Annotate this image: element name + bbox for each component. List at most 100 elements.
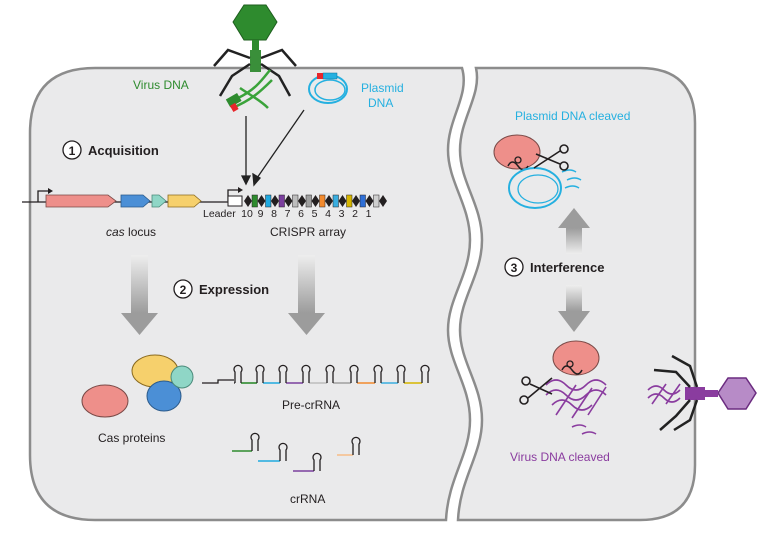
plasmid-cleavage bbox=[493, 134, 582, 209]
crispr-array bbox=[227, 187, 387, 208]
crispr-repeat bbox=[379, 195, 387, 207]
step-1-badge bbox=[62, 140, 82, 160]
spacer-number: 1 bbox=[366, 208, 372, 220]
rna-hairpin bbox=[325, 364, 335, 383]
rna-hairpin bbox=[233, 364, 243, 383]
crispr-repeat bbox=[271, 195, 279, 207]
acquisition-arrows bbox=[240, 109, 305, 187]
step-3-number: 3 bbox=[511, 261, 518, 275]
cas-protein-teal bbox=[170, 365, 194, 389]
crispr-spacer bbox=[251, 194, 258, 208]
cas-proteins bbox=[81, 354, 194, 418]
step-2-badge bbox=[173, 279, 193, 299]
crispr-spacer bbox=[332, 194, 339, 208]
purple-phage bbox=[647, 354, 757, 432]
crrna-group bbox=[232, 432, 361, 472]
acquisition-step: 1 Acquisition bbox=[62, 140, 159, 160]
crispr-spacer bbox=[278, 194, 285, 208]
crispr-array-label: CRISPR array bbox=[270, 225, 346, 239]
crispr-repeat bbox=[284, 195, 293, 207]
plasmid-dna-label-1: Plasmid bbox=[361, 81, 404, 95]
rna-hairpin bbox=[255, 364, 265, 383]
cas-protein-blue bbox=[146, 380, 182, 412]
crispr-repeat bbox=[338, 195, 347, 207]
cas-locus-label: cas locus bbox=[106, 225, 156, 239]
leader-sequence bbox=[227, 195, 243, 207]
green-phage bbox=[213, 4, 297, 112]
spacer-group bbox=[244, 194, 387, 208]
plasmid-dna-label-2: DNA bbox=[368, 96, 393, 110]
cas-gene-yellow bbox=[167, 194, 202, 208]
protospacer-red bbox=[229, 102, 239, 112]
expression-label: Expression bbox=[199, 282, 269, 297]
cas-gene-blue bbox=[120, 194, 151, 208]
crispr-spacer bbox=[346, 194, 353, 208]
pre-crrna-leader bbox=[202, 379, 234, 384]
expression-arrow-left bbox=[121, 255, 158, 335]
crispr-repeat bbox=[352, 195, 360, 207]
rna-hairpin bbox=[278, 364, 288, 383]
phage-legs bbox=[213, 48, 297, 97]
pre-crrna-label: Pre-crRNA bbox=[282, 398, 340, 412]
cas-gene-pink bbox=[45, 194, 117, 208]
crispr-spacer bbox=[292, 194, 299, 208]
spacer-number: 5 bbox=[312, 208, 318, 220]
cas-protein-pink bbox=[81, 384, 129, 418]
cas-complex-pink-bottom bbox=[552, 340, 600, 376]
rna-hairpin bbox=[373, 364, 383, 383]
rna-hairpin bbox=[351, 436, 361, 455]
scissors-icon bbox=[519, 376, 553, 405]
crispr-spacer bbox=[359, 194, 366, 208]
spacer-number: 6 bbox=[298, 208, 304, 220]
scissors-icon bbox=[533, 144, 569, 171]
step-3-badge bbox=[504, 257, 524, 277]
spacer-number: 3 bbox=[339, 208, 345, 220]
spacer-number: 2 bbox=[352, 208, 358, 220]
rna-hairpin bbox=[312, 452, 322, 471]
rna-hairpin bbox=[396, 364, 406, 383]
plasmid bbox=[308, 72, 348, 104]
rna-hairpin bbox=[278, 442, 288, 461]
purple-phage-legs bbox=[653, 354, 699, 432]
step-2-number: 2 bbox=[180, 283, 187, 297]
crispr-repeat bbox=[257, 195, 266, 207]
rna-hairpin bbox=[250, 432, 260, 451]
virus-cleavage bbox=[519, 340, 607, 435]
cas-gene-teal bbox=[151, 194, 167, 208]
crispr-repeat bbox=[365, 195, 374, 207]
expression-arrow-right bbox=[288, 255, 325, 335]
cas-proteins-label: Cas proteins bbox=[98, 431, 165, 445]
spacer-number: 9 bbox=[258, 208, 264, 220]
rna-hairpin bbox=[301, 364, 311, 383]
interference-arrow-up bbox=[558, 208, 590, 254]
protospacer-green bbox=[225, 93, 242, 108]
plasmid-protospacer-red bbox=[317, 73, 323, 79]
crispr-spacer bbox=[265, 194, 272, 208]
crispr-spacer bbox=[319, 194, 326, 208]
acquisition-label: Acquisition bbox=[88, 143, 159, 158]
interference-label: Interference bbox=[530, 260, 604, 275]
purple-phage-head bbox=[717, 377, 757, 410]
spacer-number: 8 bbox=[271, 208, 277, 220]
phage-head bbox=[232, 4, 278, 41]
cas-complex-pink-top bbox=[493, 134, 541, 170]
step-1-number: 1 bbox=[69, 144, 76, 158]
spacer-number: 4 bbox=[325, 208, 331, 220]
crispr-spacer bbox=[305, 194, 312, 208]
plasmid-protospacer-blue bbox=[322, 72, 338, 80]
pre-crrna bbox=[202, 364, 430, 384]
expression-step: 2 Expression bbox=[173, 279, 269, 299]
crispr-repeat bbox=[298, 195, 306, 207]
crispr-repeat bbox=[244, 195, 252, 207]
spacer-number: 7 bbox=[285, 208, 291, 220]
crispr-spacer bbox=[373, 194, 380, 208]
purple-phage-dna bbox=[647, 383, 681, 405]
interference-step: 3 Interference bbox=[504, 257, 604, 277]
interference-arrow-down bbox=[558, 285, 590, 332]
leader-label: Leader bbox=[203, 208, 236, 220]
plasmid-cleaved-label: Plasmid DNA cleaved bbox=[515, 109, 630, 123]
phage-neck bbox=[252, 40, 259, 50]
virus-cleaved-label: Virus DNA cleaved bbox=[510, 450, 610, 464]
